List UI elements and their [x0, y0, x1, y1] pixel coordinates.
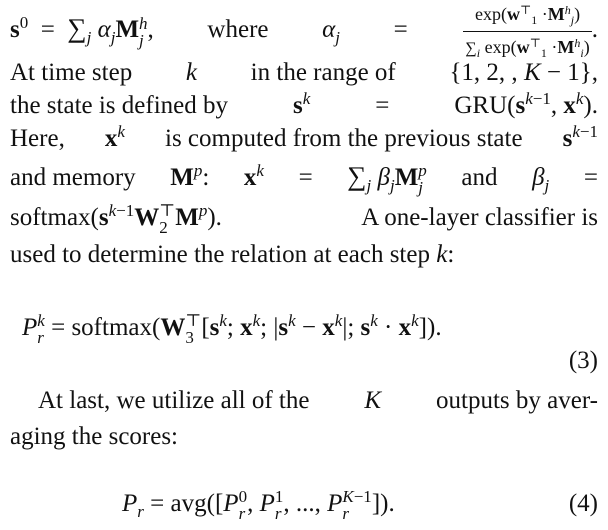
text-line-4: Here, xk is computed from the previous s… — [10, 122, 598, 156]
math-xk: xk — [243, 161, 264, 191]
avg-word: avg — [170, 490, 207, 517]
para2-line1-end: outputs by aver- — [436, 387, 598, 414]
text-line-2: At time step k in the range of {1, 2, , … — [10, 56, 598, 90]
line4-here: Here, — [10, 125, 65, 152]
line2-phrase-2: in the range of — [250, 59, 396, 86]
gru-word: GRU — [454, 92, 508, 119]
line5-phrase: and memory — [10, 164, 136, 191]
para2-line1-start: At last, we utilize all of the — [38, 387, 310, 414]
line5-and: and — [461, 164, 498, 191]
math-range-set: {1, 2, , K − 1}, — [449, 59, 598, 86]
math-gru-expression: GRU(sk−1, xk). — [454, 89, 598, 119]
text-line-7: used to determine the relation at each s… — [10, 241, 455, 268]
math-xk: xk — [104, 122, 125, 152]
line6-phrase: A one-layer classifier is — [361, 204, 598, 231]
para2-line2: aging the scores: — [10, 423, 179, 450]
math-equals: = — [298, 164, 313, 191]
line2-phrase-1: At time step — [10, 59, 133, 86]
math-k: k — [185, 59, 197, 86]
math-s-k-minus-1: sk−1 — [562, 122, 598, 152]
line3-phrase: the state is defined by — [10, 92, 228, 119]
math-equals: = — [393, 16, 408, 44]
math-mp: Mp: — [170, 161, 210, 191]
math-alpha-fraction: exp(w⊤1 ·Mhj)∑i exp(w⊤1 ·Mhi). — [461, 0, 598, 63]
equation-4-number: (4) — [568, 490, 598, 517]
line7-phrase: used to determine the relation at each s… — [10, 241, 430, 268]
math-beta-j: βj — [532, 164, 550, 195]
softmax-word: softmax — [71, 314, 152, 341]
math-sk: sk — [292, 89, 311, 119]
softmax-word: softmax — [10, 204, 91, 231]
text-line-9: aging the scores: — [10, 420, 598, 454]
math-k: k — [436, 241, 448, 268]
equation-3-number-row: (3) — [10, 344, 598, 378]
line4-phrase: is computed from the previous state — [165, 125, 523, 152]
math-alpha-j: αj — [322, 16, 340, 48]
math-equals: = — [375, 92, 390, 119]
text-line-3: the state is defined by sk = GRU(sk−1, x… — [10, 89, 598, 123]
text-line-8: At last, we utilize all of the K outputs… — [10, 384, 598, 418]
math-equals: = — [583, 164, 598, 191]
math-K: K — [364, 387, 382, 414]
where-word: where — [207, 16, 269, 44]
equation-3-number: (3) — [568, 347, 598, 374]
